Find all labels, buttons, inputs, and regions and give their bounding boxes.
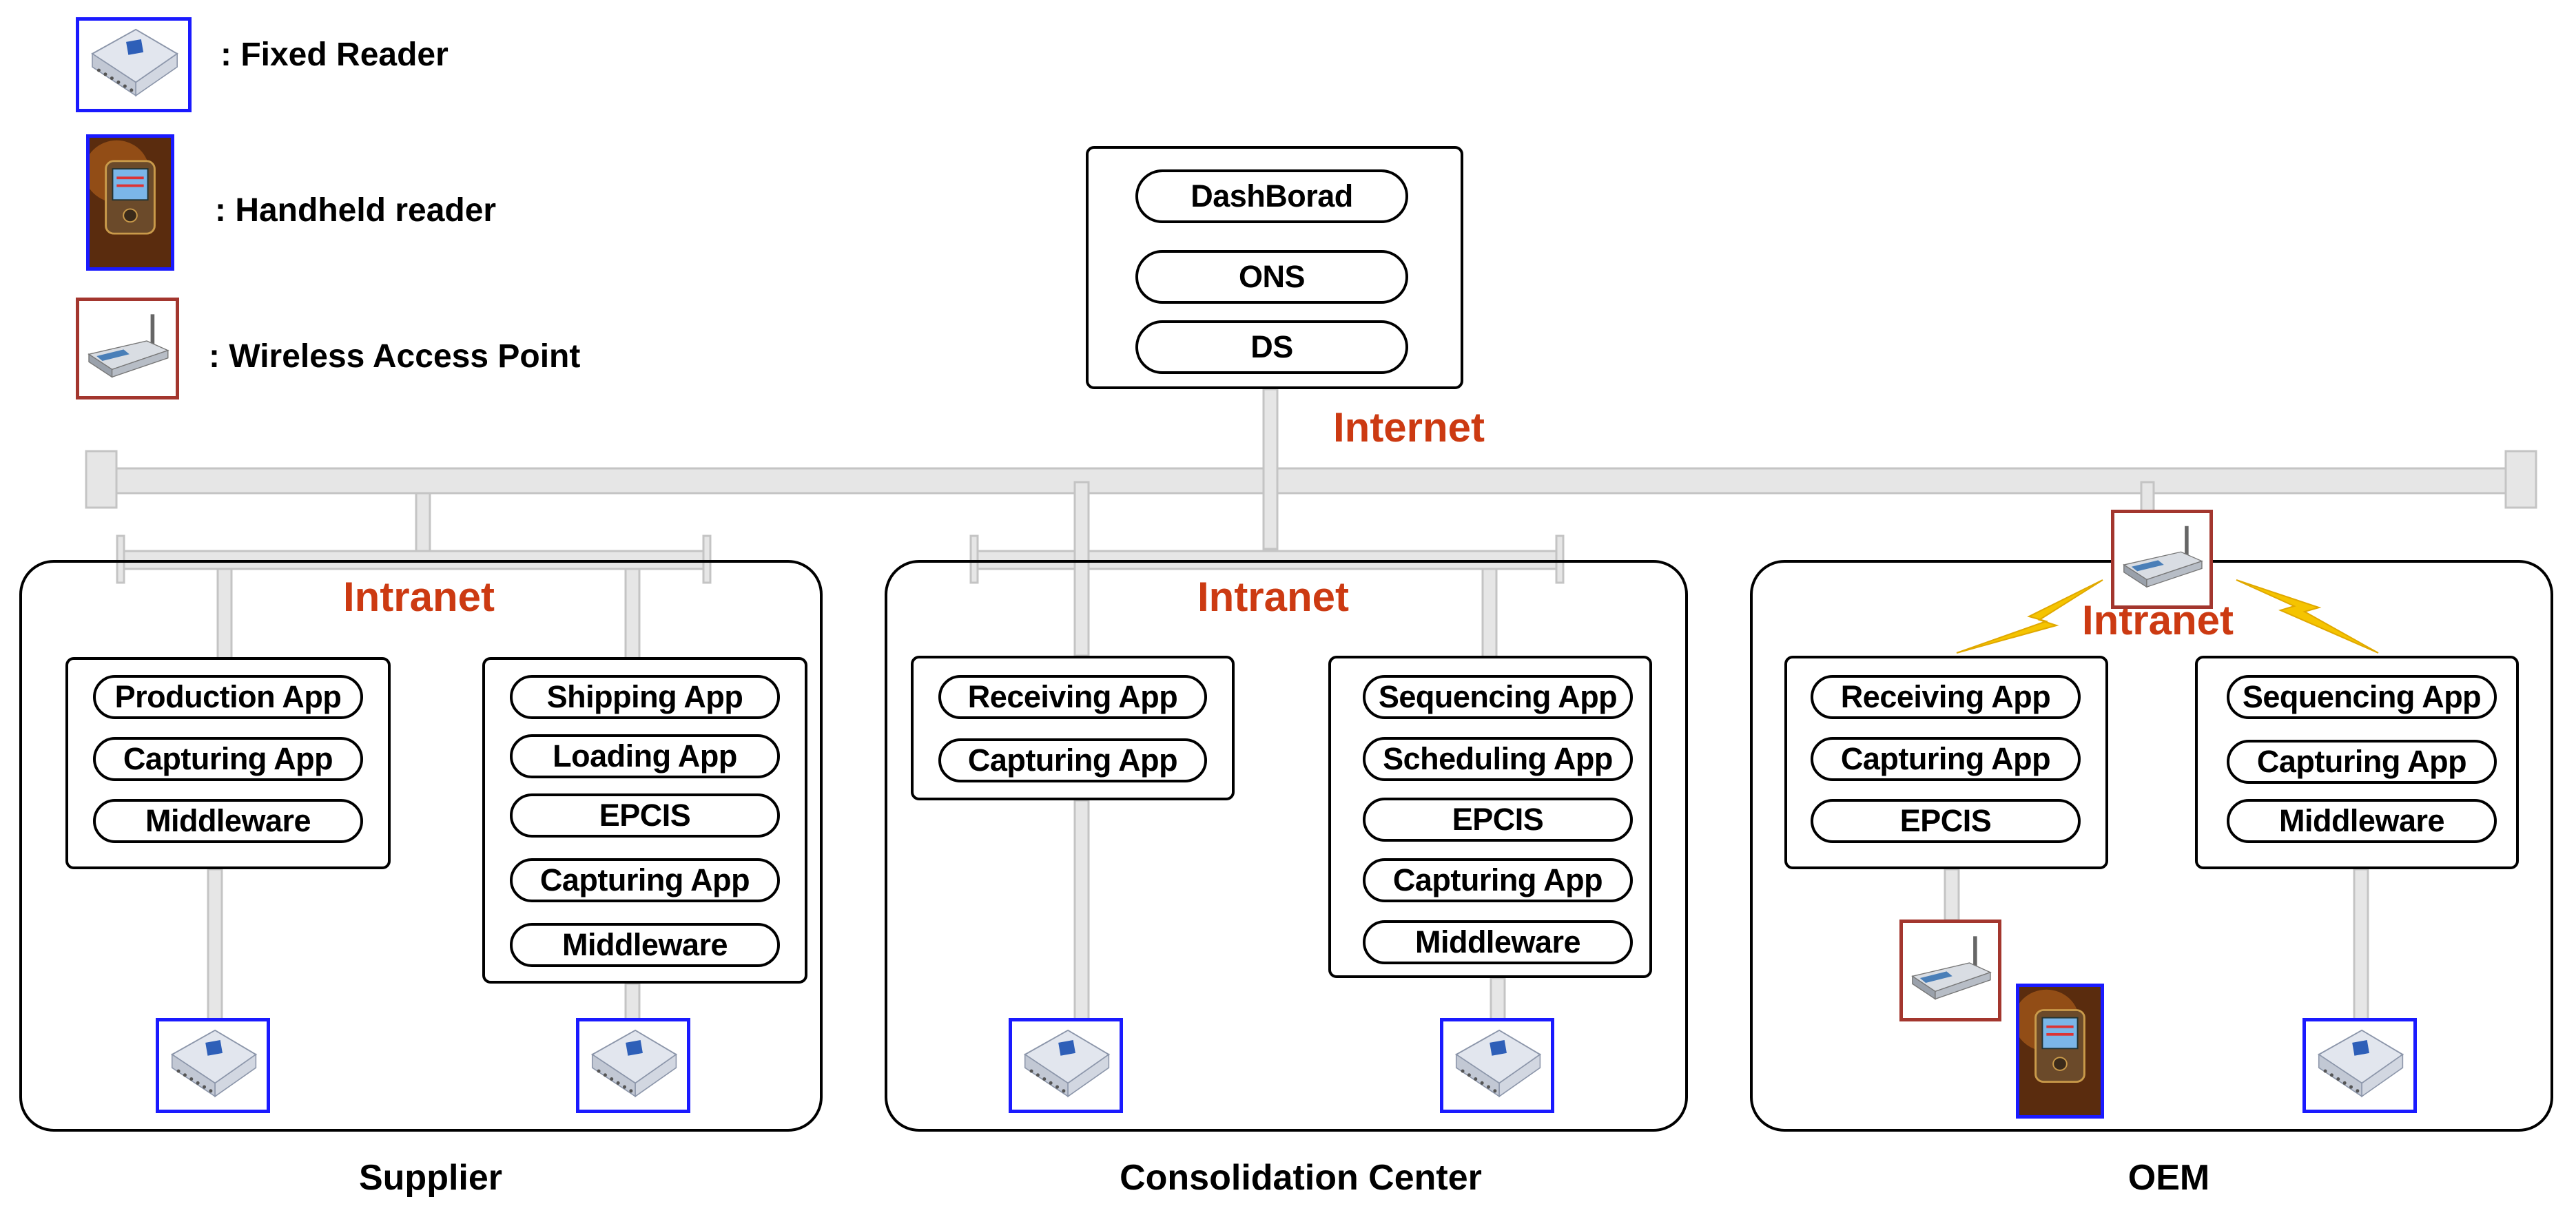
consolidation-right-item-3: Capturing App: [1363, 858, 1633, 902]
oem-right-item-0: Sequencing App: [2227, 675, 2497, 719]
supplier-right-item-2: EPCIS: [510, 793, 780, 838]
consolidation-left-fixed-reader-icon: [1009, 1018, 1123, 1113]
internet-label: Internet: [1333, 404, 1485, 450]
consolidation-right-item-2: EPCIS: [1363, 798, 1633, 842]
supplier-site: [19, 560, 823, 1132]
internet-bus-left-cap: [85, 450, 118, 509]
central-item-2: DS: [1135, 320, 1408, 374]
legend-fixed-reader-label: : Fixed Reader: [220, 37, 449, 73]
supplier-right-fixed-reader-icon: [576, 1018, 690, 1113]
legend-wireless-ap-label: : Wireless Access Point: [209, 338, 581, 375]
oem-left-item-0: Receiving App: [1811, 675, 2081, 719]
legend-fixed-reader-icon: [76, 17, 192, 112]
consolidation-bus-cap-r: [1555, 534, 1565, 584]
consolidation-intranet-label: Intranet: [1197, 574, 1350, 620]
supplier-left-item-0: Production App: [93, 675, 363, 719]
oem-left-item-1: Capturing App: [1811, 737, 2081, 781]
supplier-right-item-3: Capturing App: [510, 858, 780, 902]
internet-bus: [105, 467, 2526, 495]
supplier-right-item-1: Loading App: [510, 734, 780, 778]
drop-center: [1262, 388, 1279, 550]
oem-right-item-2: Middleware: [2227, 799, 2497, 843]
supplier-intranet-label: Intranet: [343, 574, 495, 620]
consolidation-site-label: Consolidation Center: [1120, 1158, 1482, 1198]
oem-handheld-reader-icon: [2016, 984, 2104, 1119]
consolidation-right-item-1: Scheduling App: [1363, 737, 1633, 781]
legend-wireless-ap-icon: [76, 298, 179, 399]
oem-left-item-2: EPCIS: [1811, 799, 2081, 843]
central-item-0: DashBorad: [1135, 169, 1408, 223]
central-item-1: ONS: [1135, 250, 1408, 304]
legend-handheld-reader-icon: [86, 134, 174, 271]
consolidation-site: [885, 560, 1688, 1132]
oem-wireless-ap-icon: [2111, 510, 2213, 609]
supplier-bus-cap-l: [116, 534, 125, 584]
supplier-site-label: Supplier: [358, 1158, 503, 1198]
supplier-left-item-2: Middleware: [93, 799, 363, 843]
supplier-right-item-0: Shipping App: [510, 675, 780, 719]
drop-oem: [2140, 481, 2155, 512]
supplier-left-fixed-reader-icon: [156, 1018, 270, 1113]
supplier-bus-cap-r: [702, 534, 712, 584]
supplier-right-item-4: Middleware: [510, 923, 780, 967]
consolidation-bus-cap-l: [969, 534, 979, 584]
internet-bus-right-cap: [2504, 450, 2537, 509]
supplier-left-item-1: Capturing App: [93, 737, 363, 781]
lightning-left: [1956, 579, 2103, 654]
oem-left-wireless-ap-icon: [1899, 920, 2001, 1021]
consolidation-right-item-0: Sequencing App: [1363, 675, 1633, 719]
oem-right-fixed-reader-icon: [2302, 1018, 2417, 1113]
legend-handheld-reader-label: : Handheld reader: [215, 192, 497, 229]
consolidation-right-item-4: Middleware: [1363, 920, 1633, 964]
consolidation-left-item-1: Capturing App: [938, 738, 1207, 782]
oem-right-item-1: Capturing App: [2227, 740, 2497, 784]
drop-supplier: [415, 492, 431, 554]
consolidation-left-item-0: Receiving App: [938, 675, 1207, 719]
oem-site-label: OEM: [2127, 1158, 2210, 1198]
lightning-right: [2236, 579, 2379, 654]
consolidation-right-fixed-reader-icon: [1440, 1018, 1554, 1113]
